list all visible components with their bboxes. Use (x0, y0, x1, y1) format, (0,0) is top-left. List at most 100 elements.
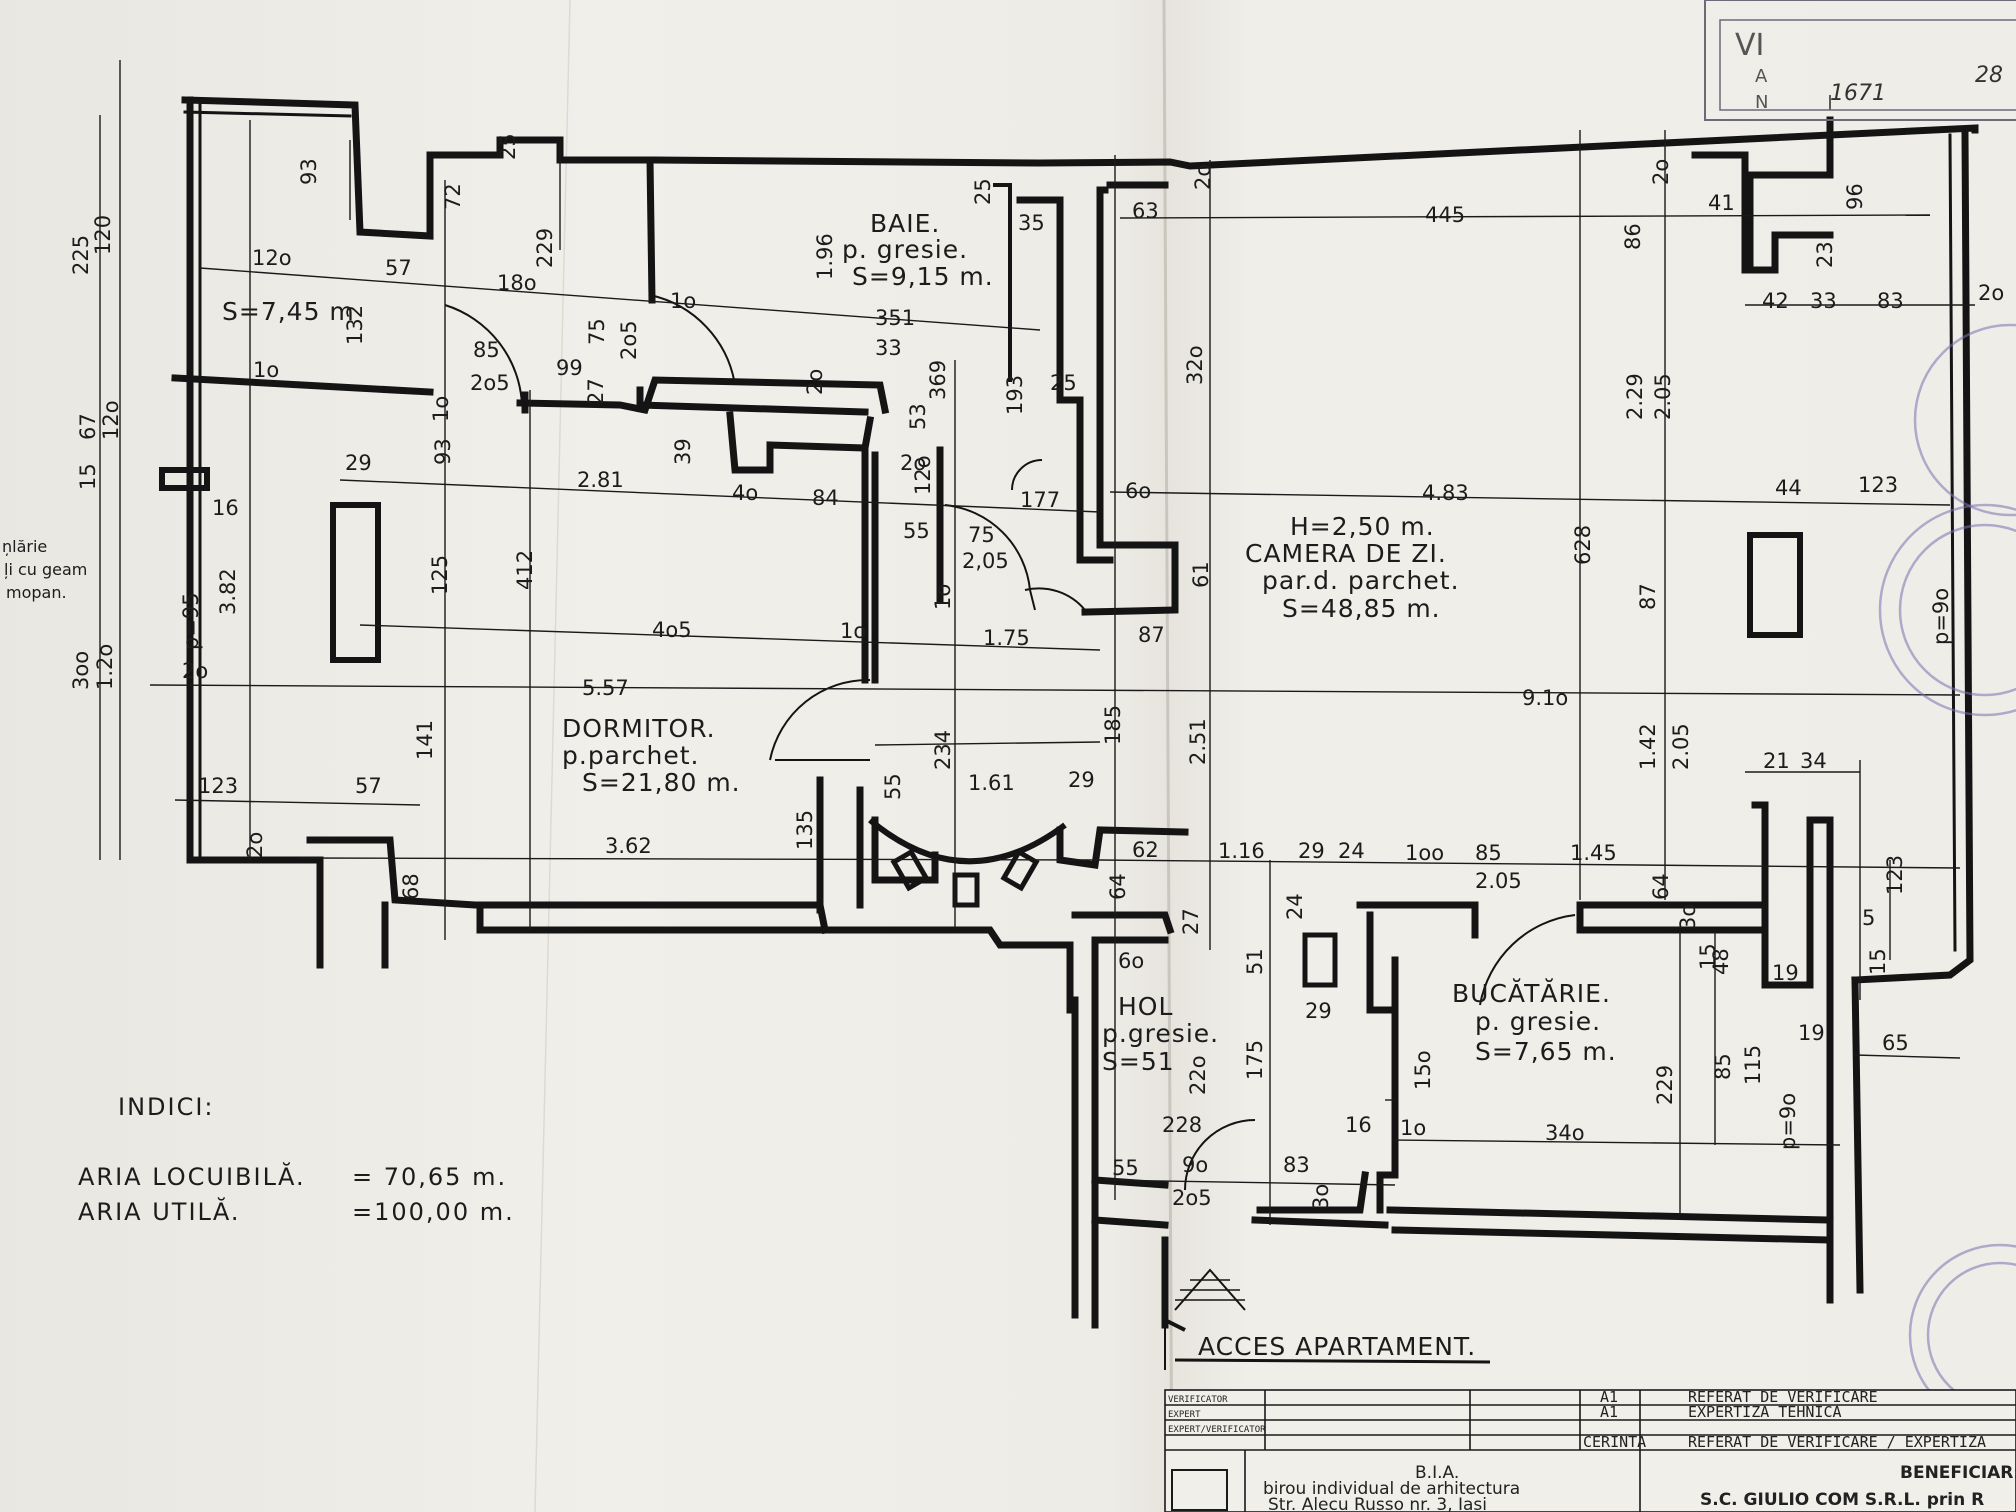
dim: 85 (1711, 1053, 1735, 1080)
dim: 4o5 (652, 618, 692, 642)
dim: 141 (413, 720, 437, 760)
dimension-lines (99, 60, 1975, 1225)
paper-crease (534, 0, 571, 1512)
dim: 3o (1676, 904, 1700, 930)
side-note-line1: ņlărie (2, 537, 47, 556)
tb-code-2: A1 (1600, 1403, 1618, 1421)
dim: 1o (670, 289, 696, 313)
dim: 1.16 (1218, 839, 1265, 863)
dim: 15o (1411, 1050, 1435, 1090)
tb-code-3: CERINTA (1583, 1433, 1646, 1451)
dim: 75 (585, 318, 609, 345)
dim: 1.61 (968, 771, 1015, 795)
dim: 1o (1400, 1116, 1426, 1140)
tb-text-2: EXPERTIZA TEHNICA (1688, 1403, 1842, 1421)
dim: 96 (1843, 183, 1867, 210)
dim: 175 (1243, 1040, 1267, 1080)
dim: 29 (1298, 839, 1325, 863)
dim: 229 (1653, 1065, 1677, 1105)
dim: 1o (253, 358, 279, 382)
dim: 228 (1162, 1113, 1202, 1137)
dim: 2o5 (1172, 1186, 1212, 1210)
dim: 64 (1649, 873, 1673, 900)
tb-firm-2: birou individual de arhitectura (1263, 1479, 1520, 1499)
room-camera-height: H=2,50 m. (1290, 512, 1435, 541)
dim: 16 (1345, 1113, 1372, 1137)
entrance-label: ACCES APARTAMENT. (1198, 1332, 1476, 1361)
dim: 3.82 (216, 568, 240, 615)
dim: 1.2o (93, 644, 117, 690)
dim: 15 (1696, 943, 1720, 970)
title-block (1164, 1389, 2016, 1512)
stamp-day: 28 (1975, 63, 2003, 88)
dim: 64 (1106, 873, 1130, 900)
dim: 65 (1882, 1031, 1909, 1055)
dim: 12o (252, 246, 292, 270)
dim: 3o (1309, 1184, 1333, 1210)
tb-beneficiar: S.C. GIULIO COM S.R.L. prin R (1700, 1490, 1984, 1510)
dim: 628 (1571, 525, 1595, 565)
room-hol-floor: p.gresie. (1102, 1019, 1219, 1048)
dim: 123 (1858, 473, 1898, 497)
stamp-text-n: N (1755, 92, 1768, 113)
dim: 35 (1018, 211, 1045, 235)
dim: 185 (1101, 705, 1125, 745)
dim: 15 (76, 463, 100, 490)
room-hol-name: HOL (1118, 992, 1173, 1021)
dim: 2.29 (1623, 373, 1647, 420)
dim: 99 (556, 356, 583, 380)
dim: 125 (428, 555, 452, 595)
dim: 1o (931, 584, 955, 610)
dim: 44 (1775, 476, 1802, 500)
tb-code-1: A1 (1600, 1388, 1618, 1406)
dim: 86 (1621, 223, 1645, 250)
dim: 25 (1050, 371, 1077, 395)
dim: p=95 (179, 592, 203, 650)
dim: p=9o (1776, 1093, 1800, 1150)
tb-firm-3: Str. Alecu Russo nr. 3, Iasi (1268, 1495, 1487, 1512)
dim: 123 (1883, 855, 1907, 895)
dim: 25 (971, 178, 995, 205)
dim: 3oo (69, 651, 93, 690)
dim: 19 (1798, 1021, 1825, 1045)
dim: 27 (584, 378, 608, 405)
legend-row2-value: =100,00 m. (352, 1198, 515, 1226)
room-camera-area: S=48,85 m. (1282, 594, 1441, 623)
dim: 18o (497, 271, 537, 295)
paper-fold (1162, 0, 1174, 1512)
tb-role-3: EXPERT/VERIFICATOR (1168, 1425, 1266, 1435)
dim: 51 (1243, 948, 1267, 975)
dim: 234 (931, 730, 955, 770)
room-camera-name: CAMERA DE ZI. (1245, 539, 1447, 568)
columns (159, 467, 1803, 663)
room-bucatarie-floor: p. gresie. (1475, 1007, 1601, 1036)
side-note-line3: mopan. (6, 583, 67, 602)
dim: 1.42 (1636, 723, 1660, 770)
tb-role-2: EXPERT (1168, 1410, 1201, 1420)
dim: 23 (1813, 241, 1837, 268)
dim: 2o (803, 369, 827, 395)
dim: 85 (473, 338, 500, 362)
dim: 6o (1118, 949, 1144, 973)
dim: 55 (1112, 1156, 1139, 1180)
dim: 84 (812, 486, 839, 510)
dim: 55 (881, 773, 905, 800)
legend-title: INDICI: (118, 1093, 215, 1121)
dim: 24 (1283, 893, 1307, 920)
dim: 12o (99, 400, 123, 440)
dimension-labels: 225 120 93 12o 57 18o 229 72 25 1o 132 7… (69, 133, 2004, 1210)
dim: 2o (243, 832, 267, 858)
dim: 33 (1810, 289, 1837, 313)
dim: 34 (1800, 749, 1827, 773)
dim: 72 (441, 183, 465, 210)
dim: 68 (399, 873, 423, 900)
approval-stamp-box (1704, 0, 2016, 121)
dim: 2o (1649, 159, 1673, 185)
dim: 123 (198, 774, 238, 798)
dim: 229 (533, 228, 557, 268)
dim: 3.62 (605, 834, 652, 858)
dim: 87 (1636, 583, 1660, 610)
dim: 27 (1179, 908, 1203, 935)
tb-beneficiar-label: BENEFICIAR: (1900, 1463, 2016, 1483)
